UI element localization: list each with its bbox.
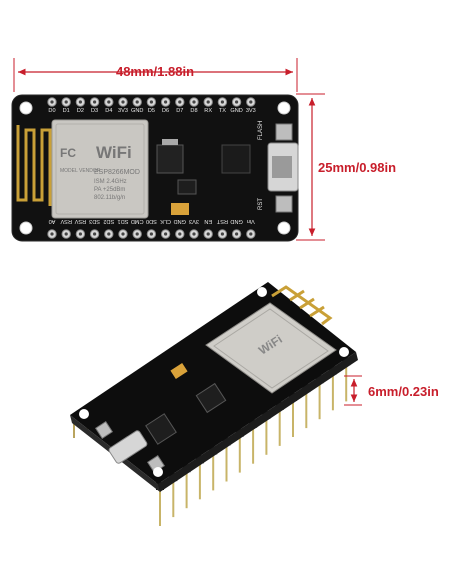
pin-hole (64, 232, 68, 236)
pin-label: Vin (247, 218, 255, 224)
pin-hole (192, 100, 196, 104)
pin-label: GND (230, 108, 242, 114)
thickness-dimension (344, 375, 362, 406)
pin-hole (192, 232, 196, 236)
pin-label: D4 (105, 108, 112, 114)
pin-hole (220, 232, 224, 236)
pin-hole (107, 100, 111, 104)
pa-text: PA +25dBm (94, 187, 125, 193)
pin-hole (64, 100, 68, 104)
esp-module-shield (51, 119, 149, 219)
pin-label: GND (174, 218, 186, 224)
ism-text: ISM 2.4GHz (94, 179, 127, 185)
pin-label: D0 (48, 108, 55, 114)
pin-hole (206, 100, 210, 104)
pin-hole (164, 100, 168, 104)
pin-label: GND (131, 108, 143, 114)
pin-label: D7 (176, 108, 183, 114)
pin-hole (121, 100, 125, 104)
pin-label: D8 (190, 108, 197, 114)
pin-label: D2 (77, 108, 84, 114)
antenna-trace (16, 125, 52, 206)
width-label: 48mm/1.88in (115, 64, 195, 79)
capacitor (171, 203, 189, 215)
board-top-view (11, 94, 299, 242)
rst-button-angled (95, 421, 113, 439)
pin-label: EN (204, 218, 212, 224)
pin-label: SD3 (89, 218, 100, 224)
pin-hole (149, 232, 153, 236)
pin-hole (78, 100, 82, 104)
pin-hole (50, 100, 54, 104)
esp-module-shield-angled (205, 302, 337, 394)
pin-hole (235, 100, 239, 104)
voltage-regulator-angled (195, 382, 227, 414)
pin-hole (249, 100, 253, 104)
pin-hole (135, 232, 139, 236)
pin-hole (178, 232, 182, 236)
pin-label: 3V3 (246, 108, 256, 114)
pin-hole (235, 232, 239, 236)
pin-hole (93, 100, 97, 104)
pin-label: SD0 (146, 218, 157, 224)
pin-hole (220, 100, 224, 104)
width-dimension (13, 58, 298, 92)
model-text: ESP8266MOD (94, 169, 140, 176)
pin-label: 3V3 (189, 218, 199, 224)
pin-label: D5 (148, 108, 155, 114)
pin-hole (107, 232, 111, 236)
pin-hole (249, 232, 253, 236)
fc-logo-text: FC (60, 146, 76, 160)
pin-label: D6 (162, 108, 169, 114)
pin-label: CLK (160, 218, 171, 224)
wifi-logo-text: WiFi (96, 143, 132, 162)
capacitor-angled (170, 362, 188, 380)
pin-hole (93, 232, 97, 236)
pin-label: A0 (49, 218, 56, 224)
pin-hole (135, 100, 139, 104)
pin-label: GND (230, 218, 242, 224)
flash-button (275, 123, 293, 141)
pin-label: RX (204, 108, 212, 114)
pin-label: SD1 (118, 218, 129, 224)
pin-label: SD2 (103, 218, 114, 224)
pin-label: D3 (91, 108, 98, 114)
micro-usb-port-angled (108, 430, 148, 464)
pin-label: 3V3 (118, 108, 128, 114)
pin-hole (78, 232, 82, 236)
rst-label: RST (258, 198, 264, 210)
pin-hole (178, 100, 182, 104)
standard-text: 802.11b/g/n (94, 195, 125, 201)
usb-chip (221, 144, 251, 174)
pin-hole (206, 232, 210, 236)
pin-label: D1 (63, 108, 70, 114)
thickness-label: 6mm/0.23in (368, 384, 439, 399)
pin-label: RSV (60, 218, 72, 224)
pin-hole (50, 232, 54, 236)
pin-label: RSV (74, 218, 86, 224)
flash-label: FLASH (258, 121, 264, 140)
pin-label: TX (219, 108, 226, 114)
usb-chip-angled (145, 413, 177, 445)
height-dimension (296, 93, 325, 241)
pin-label: CMD (131, 218, 144, 224)
height-label: 25mm/0.98in (318, 160, 397, 175)
board-angled-view: WiFi (70, 282, 358, 526)
rst-button (275, 195, 293, 213)
pin-hole (121, 232, 125, 236)
vendor-text: MODEL VENDOR (60, 168, 101, 174)
pin-hole (164, 232, 168, 236)
pin-label: RST (216, 218, 228, 224)
pin-hole (149, 100, 153, 104)
voltage-regulator (156, 144, 184, 174)
module-label-group: WiFi FC MODEL VENDOR ESP8266MOD ISM 2.4G… (60, 143, 140, 201)
